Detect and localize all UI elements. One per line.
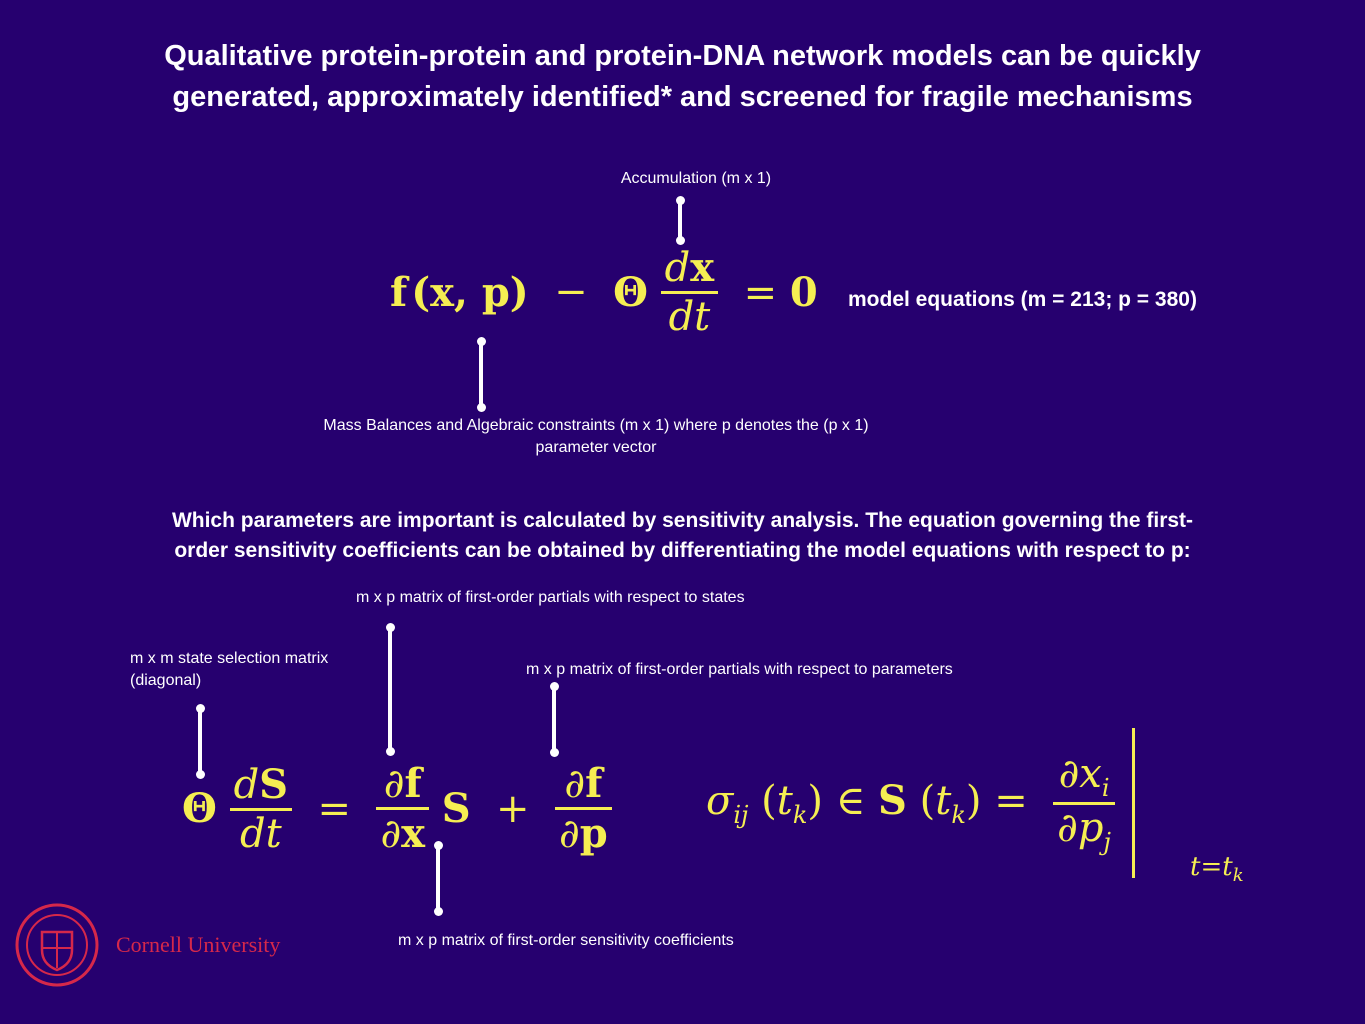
partials-states-leader bbox=[388, 627, 392, 751]
state-selection-line-1: m x m state selection matrix bbox=[130, 650, 329, 667]
title-line-2: generated, approximately identified* and… bbox=[172, 81, 1193, 113]
accumulation-leader bbox=[678, 200, 682, 240]
sensitivity-intro: Which parameters are important is calcul… bbox=[80, 506, 1285, 566]
mass-balance-leader bbox=[479, 341, 483, 407]
partials-params-label: m x p matrix of first-order partials wit… bbox=[526, 661, 953, 678]
partials-params-leader bbox=[552, 686, 556, 752]
partials-states-label: m x p matrix of first-order partials wit… bbox=[356, 589, 745, 606]
model-equations-label: model equations (m = 213; p = 380) bbox=[848, 288, 1197, 311]
state-selection-label: m x m state selection matrix (diagonal) bbox=[130, 648, 328, 692]
cornell-wordmark: Cornell University bbox=[116, 932, 281, 957]
leader-dot bbox=[550, 748, 559, 757]
sensitivity-coefficient-definition: σij (tk) ∈ S (tk) = ∂xi∂pj bbox=[706, 728, 1139, 878]
title-line-1: Qualitative protein-protein and protein-… bbox=[164, 40, 1201, 72]
intro-line-2: order sensitivity coefficients can be ob… bbox=[174, 539, 1191, 562]
leader-dot bbox=[434, 907, 443, 916]
state-selection-line-2: (diagonal) bbox=[130, 672, 202, 689]
leader-dot bbox=[196, 770, 205, 779]
accumulation-label: Accumulation (m x 1) bbox=[620, 170, 772, 187]
leader-dot bbox=[386, 747, 395, 756]
mass-balances-label: Mass Balances and Algebraic constraints … bbox=[256, 415, 936, 459]
slide-title: Qualitative protein-protein and protein-… bbox=[60, 36, 1305, 118]
mass-balances-line-1: Mass Balances and Algebraic constraints … bbox=[323, 417, 869, 434]
evaluation-subscript: t=tk bbox=[1190, 852, 1244, 887]
leader-dot bbox=[676, 236, 685, 245]
sensitivity-coeffs-leader bbox=[436, 845, 440, 911]
intro-line-1: Which parameters are important is calcul… bbox=[171, 509, 1194, 532]
mass-balances-line-2: parameter vector bbox=[535, 439, 657, 456]
leader-dot bbox=[477, 403, 486, 412]
cornell-seal-icon bbox=[15, 903, 99, 987]
sensitivity-coeffs-label: m x p matrix of first-order sensitivity … bbox=[398, 932, 734, 949]
state-selection-leader bbox=[198, 708, 202, 774]
